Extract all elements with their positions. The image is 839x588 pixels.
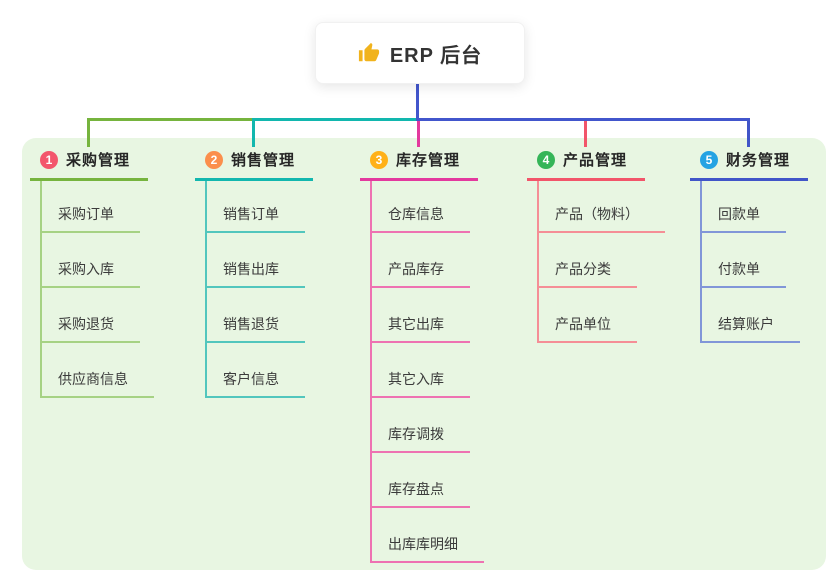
leaf-node[interactable]: 销售退货 [205, 315, 305, 343]
branch-node[interactable]: 2 销售管理 [195, 149, 314, 181]
leaf-node[interactable]: 供应商信息 [40, 370, 154, 398]
branch-drop-line [87, 121, 90, 147]
branch-number-badge: 2 [205, 150, 223, 169]
branch-drop-line [584, 121, 587, 147]
leaf-node[interactable]: 采购退货 [40, 315, 140, 343]
leaf-node[interactable]: 销售出库 [205, 260, 305, 288]
connector-hline-left [87, 118, 252, 121]
branch-label: 采购管理 [66, 152, 131, 169]
branch-label: 财务管理 [726, 152, 791, 169]
root-node[interactable]: ERP 后台 [315, 22, 525, 84]
branch-label: 库存管理 [396, 152, 461, 169]
branch-label: 产品管理 [563, 152, 628, 169]
branch-drop-line [252, 121, 255, 147]
leaf-node[interactable]: 库存调拨 [370, 425, 470, 453]
leaf-node[interactable]: 销售订单 [205, 205, 305, 233]
leaf-node[interactable]: 回款单 [700, 205, 786, 233]
leaf-node[interactable]: 库存盘点 [370, 480, 470, 508]
leaf-node[interactable]: 出库库明细 [370, 535, 484, 563]
root-node-label: ERP 后台 [389, 44, 483, 67]
leaf-node[interactable]: 客户信息 [205, 370, 305, 398]
branch-number-badge: 3 [370, 150, 388, 169]
branch-rail-line [537, 180, 539, 343]
branch-number-badge: 1 [40, 150, 58, 169]
leaf-node[interactable]: 付款单 [700, 260, 786, 288]
branch-node[interactable]: 1 采购管理 [30, 149, 149, 181]
branch-drop-line [747, 121, 750, 147]
connector-hline-mid [252, 118, 418, 121]
leaf-node[interactable]: 其它入库 [370, 370, 470, 398]
branch-rail-line [370, 180, 372, 563]
leaf-node[interactable]: 采购订单 [40, 205, 140, 233]
leaf-node[interactable]: 产品单位 [537, 315, 637, 343]
leaf-node[interactable]: 其它出库 [370, 315, 470, 343]
branch-node[interactable]: 4 产品管理 [527, 149, 646, 181]
branch-rail-line [40, 180, 42, 398]
branches-panel [22, 138, 826, 570]
branch-rail-line [700, 180, 702, 343]
branch-label: 销售管理 [231, 152, 296, 169]
branch-rail-line [205, 180, 207, 398]
root-connector-line [416, 82, 419, 121]
branch-drop-line [417, 121, 420, 147]
leaf-node[interactable]: 产品库存 [370, 260, 470, 288]
thumbs-up-icon [358, 42, 379, 62]
branch-number-badge: 5 [700, 150, 718, 169]
branch-node[interactable]: 3 库存管理 [360, 149, 479, 181]
leaf-node[interactable]: 采购入库 [40, 260, 140, 288]
leaf-node[interactable]: 仓库信息 [370, 205, 470, 233]
leaf-node[interactable]: 产品分类 [537, 260, 637, 288]
branch-number-badge: 4 [537, 150, 555, 169]
branch-node[interactable]: 5 财务管理 [690, 149, 809, 181]
connector-hline-right [416, 118, 750, 121]
leaf-node[interactable]: 产品（物料） [537, 205, 665, 233]
leaf-node[interactable]: 结算账户 [700, 315, 800, 343]
